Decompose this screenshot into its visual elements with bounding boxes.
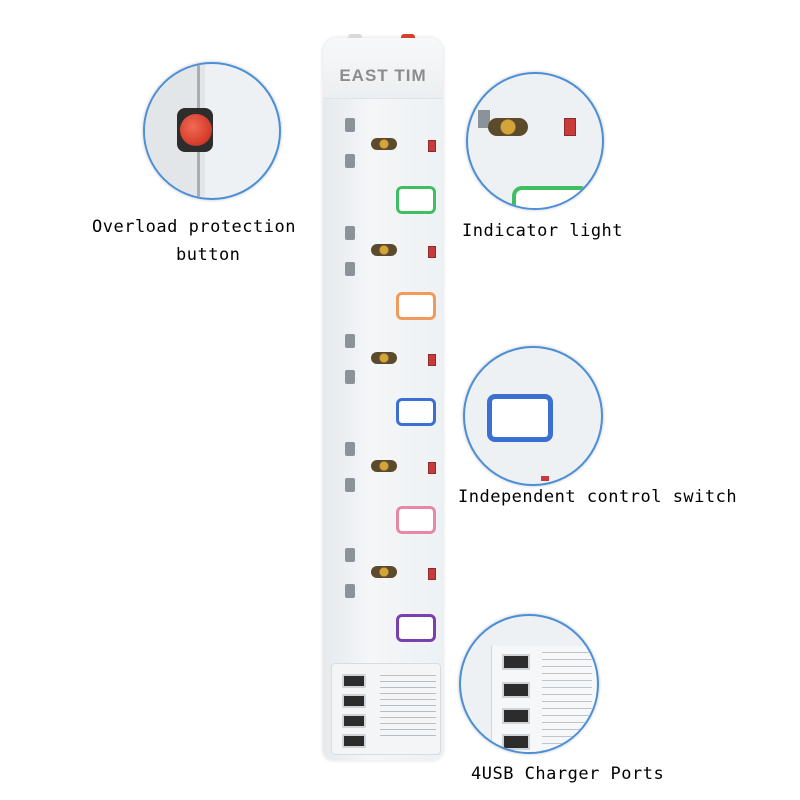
indicator-led (428, 140, 436, 152)
usb-port-2 (502, 682, 530, 698)
switch-button-orange[interactable] (396, 292, 436, 320)
caption-overload-line2: button (176, 245, 241, 265)
usb-port-3 (502, 708, 530, 724)
indicator-led (428, 568, 436, 580)
outlet-2 (323, 218, 443, 328)
outlet-5 (323, 542, 443, 652)
socket-pin (345, 442, 355, 456)
outlet-4 (323, 434, 443, 544)
zoom-overload-button (143, 62, 281, 200)
switch-button-pink[interactable] (396, 506, 436, 534)
indicator-led-icon (564, 118, 576, 136)
zoom-usb-ports (459, 614, 599, 754)
indicator-led (541, 476, 549, 481)
earth-hole (371, 460, 397, 472)
brand-logo: EAST TIM (339, 66, 427, 85)
socket-pin (345, 584, 355, 598)
caption-indicator: Indicator light (462, 221, 624, 241)
usb-port-3[interactable] (342, 714, 366, 728)
socket-pin (478, 110, 490, 128)
switch-button-green (512, 186, 590, 208)
indicator-led (428, 246, 436, 258)
usb-port-1 (502, 654, 530, 670)
switch-button-blue[interactable] (396, 398, 436, 426)
earth-hole (371, 244, 397, 256)
overload-button-icon (180, 114, 212, 146)
socket-pin (345, 370, 355, 384)
earth-hole (371, 352, 397, 364)
switch-button-green[interactable] (396, 186, 436, 214)
usb-port-2[interactable] (342, 694, 366, 708)
earth-hole (371, 566, 397, 578)
socket-pin (345, 548, 355, 562)
strip-head: EAST TIM (323, 38, 443, 99)
socket-pin (345, 478, 355, 492)
socket-pin (345, 118, 355, 132)
socket-pin (345, 262, 355, 276)
socket-pin (345, 154, 355, 168)
usb-panel (331, 663, 441, 755)
socket-pin (345, 334, 355, 348)
zoom-control-switch (463, 346, 603, 486)
caption-usb: 4USB Charger Ports (471, 764, 665, 784)
indicator-led (428, 354, 436, 366)
outlet-3 (323, 328, 443, 438)
caption-overload-line1: Overload protection (92, 217, 296, 237)
usb-panel-zoom (491, 646, 596, 752)
caption-switch: Independent control switch (458, 487, 738, 507)
power-strip: EAST TIM (323, 34, 443, 760)
zoom-indicator-light (466, 72, 604, 210)
socket-pin (345, 226, 355, 240)
earth-hole (371, 138, 397, 150)
switch-button-purple[interactable] (396, 614, 436, 642)
usb-fine-print (542, 652, 592, 752)
earth-hole (488, 118, 528, 136)
usb-port-4 (502, 734, 530, 750)
switch-button-blue-icon (487, 394, 553, 442)
indicator-led (428, 462, 436, 474)
usb-port-1[interactable] (342, 674, 366, 688)
outlet-1 (323, 106, 443, 216)
usb-port-4[interactable] (342, 734, 366, 748)
usb-fine-print (380, 670, 436, 748)
